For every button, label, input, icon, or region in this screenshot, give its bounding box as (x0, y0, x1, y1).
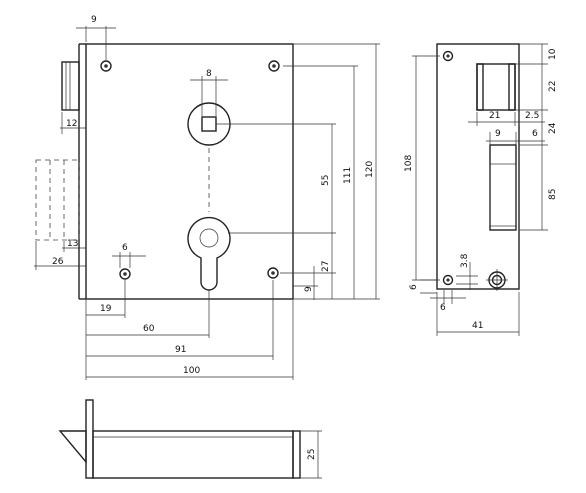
front-latch (35, 159, 80, 241)
side-spindle-hole (486, 269, 508, 291)
bottom-view (58, 399, 301, 479)
bottom-forend (85, 399, 94, 479)
side-view (436, 43, 520, 291)
dim-h9: 9 (304, 286, 314, 292)
dim-overall: 108 (404, 155, 414, 172)
front-case-outline (85, 43, 294, 300)
dim-h55: 55 (321, 175, 331, 186)
side-latch (489, 144, 517, 231)
dim-x19: 19 (100, 304, 112, 314)
dim-screw-hole: 6 (122, 243, 128, 253)
dim-bolt-projection: 12 (66, 119, 77, 129)
side-screw-hole-top (442, 50, 454, 62)
dim-g3-8: 3.8 (460, 253, 470, 268)
dim-backset: 26 (52, 257, 64, 267)
side-forend-plate (436, 43, 520, 290)
dim-bolt-height: 22 (548, 81, 558, 92)
dim-g6b: 6 (440, 303, 446, 313)
dim-g24: 24 (548, 122, 558, 134)
dim-bolt-depth: 21 (489, 111, 500, 121)
dim-g6c: 6 (409, 284, 419, 290)
dim-g6: 6 (532, 129, 538, 139)
screw-hole-top-left (100, 60, 112, 72)
dim-h111: 111 (343, 167, 353, 184)
bottom-dimensions: 25 (300, 430, 322, 479)
bottom-latch-bevel (58, 430, 87, 464)
keyhole-cutout (187, 216, 231, 291)
side-dimensions: 10 22 24 85 21 2.5 9 6 108 6 3.8 (404, 43, 558, 336)
dim-x91: 91 (175, 345, 186, 355)
dim-top-offset: 9 (91, 15, 97, 25)
dim-spindle-square: 8 (206, 69, 212, 79)
dim-g9: 9 (495, 129, 501, 139)
bottom-body (92, 430, 294, 479)
front-deadbolt (61, 61, 80, 111)
dim-bolt-gap: 2.5 (525, 111, 539, 121)
front-dimensions: 9 8 12 13 26 6 19 60 91 (34, 15, 380, 380)
screw-hole-top-right (268, 60, 280, 72)
dim-h27: 27 (321, 261, 331, 272)
dim-width: 100 (183, 366, 200, 376)
dim-x60: 60 (143, 324, 155, 334)
side-screw-hole-bottom (442, 274, 454, 286)
screw-hole-bottom-left (119, 268, 131, 280)
dim-thickness: 25 (307, 449, 317, 460)
dim-height: 120 (365, 161, 375, 178)
screw-hole-bottom-right (267, 267, 279, 279)
dim-latch-height: 85 (548, 189, 558, 200)
front-view (35, 43, 294, 300)
dim-side-top: 10 (548, 48, 558, 60)
dim-backset-small: 13 (67, 239, 78, 249)
dim-depth: 41 (472, 321, 483, 331)
